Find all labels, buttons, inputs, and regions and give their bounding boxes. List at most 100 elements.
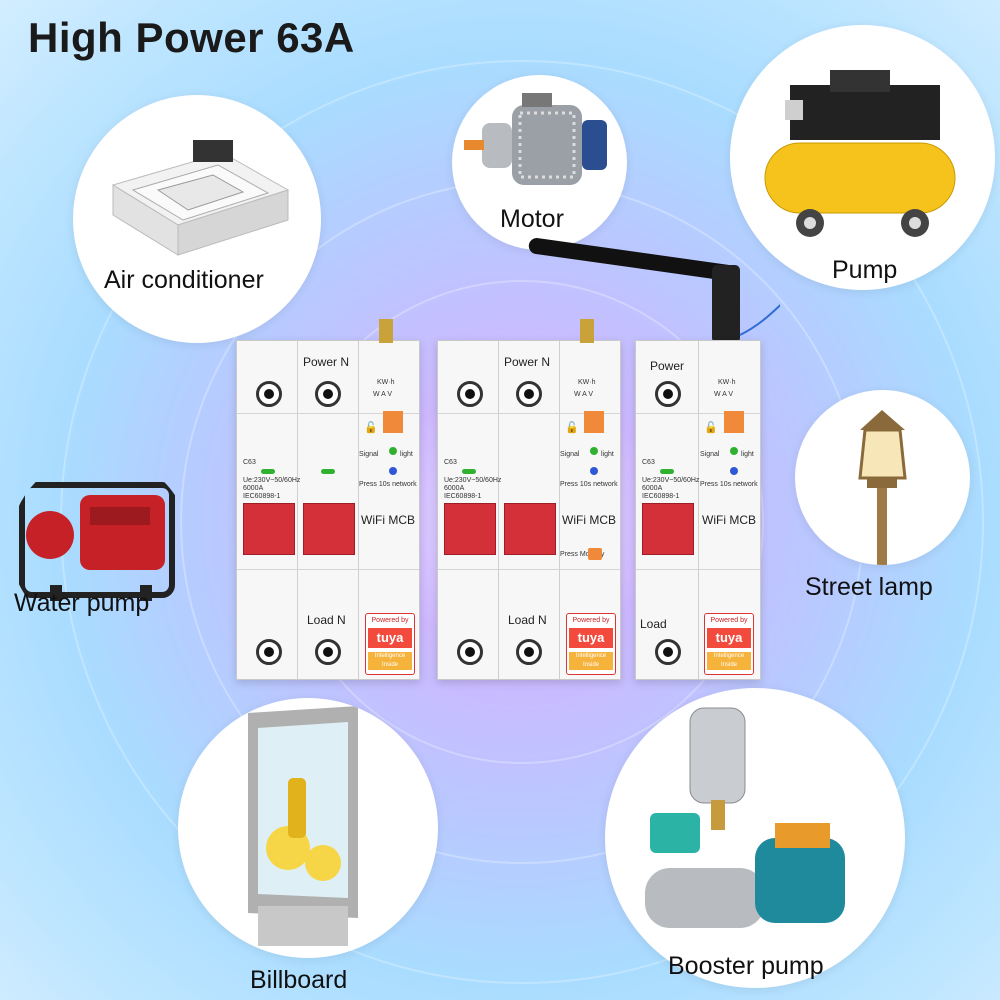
monthly-button[interactable]	[588, 548, 602, 560]
load-n-label: Load N	[307, 613, 346, 627]
spec-voltage: Ue:230V~50/60Hz	[243, 477, 301, 484]
tuya-badge: Powered by tuya Intelligence Inside	[365, 613, 415, 675]
spec-rating: 6000A	[642, 485, 663, 492]
signal-label: Signal	[700, 451, 720, 458]
page-title: High Power 63A	[28, 14, 355, 61]
booster-pump-circle	[605, 688, 905, 988]
press-network-label: Press 10s network	[359, 481, 417, 488]
kwh-label: KW·h	[718, 379, 736, 386]
model-label: C63	[642, 459, 655, 466]
wifi-mcb-label: WiFi MCB	[361, 513, 415, 527]
booster-pump-icon	[645, 707, 845, 928]
light-label: light	[601, 451, 614, 458]
power-n-label: Power N	[504, 355, 551, 369]
breaker-unit-3: Power KW·h W A V 🔓 Signal light Press 10…	[635, 340, 761, 680]
tuya-logo: tuya	[707, 628, 751, 648]
network-button[interactable]	[730, 467, 738, 475]
breaker-toggle-handle[interactable]	[444, 503, 496, 555]
powered-by-label: Powered by	[371, 617, 409, 624]
network-button[interactable]	[590, 467, 598, 475]
billboard-label: Billboard	[250, 966, 348, 994]
breaker-toggle-handle[interactable]	[303, 503, 355, 555]
intelligence-label: Intelligence Inside	[707, 652, 751, 670]
meter-window	[584, 411, 604, 433]
kwh-label: KW·h	[377, 379, 395, 386]
spec-rating: 6000A	[243, 485, 264, 492]
motor-circle	[452, 75, 627, 250]
antenna-connector	[580, 319, 594, 343]
network-button[interactable]	[389, 467, 397, 475]
antenna-icon	[528, 238, 780, 350]
press-network-label: Press 10s network	[700, 481, 758, 488]
status-led	[462, 469, 476, 474]
light-label: light	[741, 451, 754, 458]
wav-label: W A V	[574, 391, 594, 398]
air-conditioner-circle	[73, 95, 321, 343]
air-conditioner-icon	[111, 140, 290, 256]
breaker-toggle-handle[interactable]	[504, 503, 556, 555]
air-conditioner-label: Air conditioner	[104, 266, 264, 294]
water-pump-area	[10, 455, 190, 635]
intelligence-label: Intelligence Inside	[368, 652, 412, 670]
pump-circle	[730, 25, 995, 290]
billboard-circle	[178, 698, 438, 958]
booster-pump-label: Booster pump	[668, 952, 824, 980]
wav-label: W A V	[714, 391, 734, 398]
terminal-screw	[315, 639, 341, 665]
power-label: Power	[650, 359, 685, 373]
wifi-mcb-label: WiFi MCB	[702, 513, 756, 527]
water-pump-label: Water pump	[14, 589, 150, 617]
signal-led	[590, 447, 598, 455]
spec-voltage: Ue:230V~50/60Hz	[444, 477, 502, 484]
wifi-mcb-label: WiFi MCB	[562, 513, 616, 527]
motor-icon	[464, 93, 607, 185]
terminal-screw	[655, 639, 681, 665]
power-n-label: Power N	[303, 355, 350, 369]
terminal-screw	[655, 381, 681, 407]
signal-led	[389, 447, 397, 455]
meter-window	[383, 411, 403, 433]
powered-by-label: Powered by	[710, 617, 748, 624]
breaker-toggle-handle[interactable]	[642, 503, 694, 555]
terminal-screw	[256, 639, 282, 665]
breaker-unit-1: Power N KW·h W A V 🔓 Signal light Press …	[236, 319, 420, 680]
breaker-toggle-handle[interactable]	[243, 503, 295, 555]
terminal-screw	[315, 381, 341, 407]
spec-standard: IEC60898-1	[642, 493, 680, 500]
powered-by-label: Powered by	[572, 617, 610, 624]
lock-icon: 🔓	[704, 422, 718, 434]
signal-label: Signal	[359, 451, 379, 458]
light-label: light	[400, 451, 413, 458]
terminal-screw	[457, 639, 483, 665]
antenna-connector	[379, 319, 393, 343]
street-lamp-icon	[858, 410, 907, 565]
model-label: C63	[444, 459, 457, 466]
lock-icon: 🔓	[565, 422, 579, 434]
pump-label: Pump	[832, 256, 898, 284]
press-network-label: Press 10s network	[560, 481, 618, 488]
spec-rating: 6000A	[444, 485, 465, 492]
terminal-screw	[256, 381, 282, 407]
street-lamp-circle	[795, 390, 970, 565]
signal-led	[730, 447, 738, 455]
load-label: Load	[640, 617, 667, 631]
meter-window	[724, 411, 744, 433]
load-n-label: Load N	[508, 613, 547, 627]
status-led	[321, 469, 335, 474]
status-led	[261, 469, 275, 474]
wav-label: W A V	[373, 391, 393, 398]
spec-standard: IEC60898-1	[444, 493, 482, 500]
terminal-screw	[516, 381, 542, 407]
intelligence-label: Intelligence Inside	[569, 652, 613, 670]
terminal-screw	[516, 639, 542, 665]
status-led	[660, 469, 674, 474]
spec-voltage: Ue:230V~50/60Hz	[642, 477, 700, 484]
spec-standard: IEC60898-1	[243, 493, 281, 500]
breaker-unit-2: Power N KW·h W A V 🔓 Signal light Press …	[437, 319, 621, 680]
lock-icon: 🔓	[364, 422, 378, 434]
street-lamp-label: Street lamp	[805, 573, 933, 601]
press-monthly-label: Press Monthly	[560, 551, 605, 558]
pump-icon	[764, 70, 956, 237]
tuya-logo: tuya	[368, 628, 412, 648]
billboard-icon	[248, 706, 358, 946]
